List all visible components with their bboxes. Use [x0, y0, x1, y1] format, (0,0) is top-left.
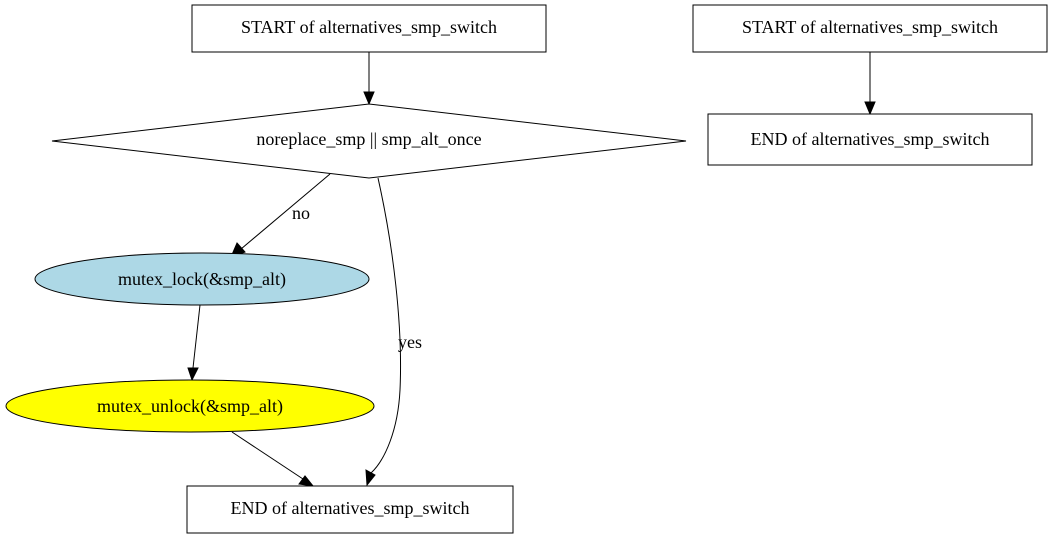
start-node-main: START of alternatives_smp_switch: [191, 4, 547, 53]
end-node-side-label: END of alternatives_smp_switch: [751, 129, 990, 149]
start-node-main-label: START of alternatives_smp_switch: [241, 17, 497, 37]
mutex-unlock-node: mutex_unlock(&smp_alt): [5, 379, 375, 433]
edge-label-no: no: [292, 203, 310, 223]
edge-decision-to-end: yes: [365, 177, 422, 487]
edge-label-yes: yes: [398, 332, 422, 352]
start-node-side-label: START of alternatives_smp_switch: [742, 17, 998, 37]
edge-start-to-decision: [363, 52, 375, 106]
end-node-main: END of alternatives_smp_switch: [186, 485, 514, 534]
mutex-unlock-label: mutex_unlock(&smp_alt): [97, 396, 283, 417]
decision-node-label: noreplace_smp || smp_alt_once: [256, 129, 481, 149]
end-node-main-label: END of alternatives_smp_switch: [231, 498, 470, 518]
mutex-lock-node: mutex_lock(&smp_alt): [34, 252, 370, 306]
decision-node: noreplace_smp || smp_alt_once: [51, 103, 687, 179]
edge-lock-to-unlock: [187, 304, 201, 382]
edge-unlock-to-end: [231, 431, 315, 487]
start-node-side: START of alternatives_smp_switch: [692, 4, 1048, 53]
end-node-side: END of alternatives_smp_switch: [707, 113, 1033, 166]
edge-side-start-to-end: [864, 52, 876, 116]
mutex-lock-label: mutex_lock(&smp_alt): [118, 269, 286, 290]
edge-decision-to-lock: no: [230, 173, 331, 258]
